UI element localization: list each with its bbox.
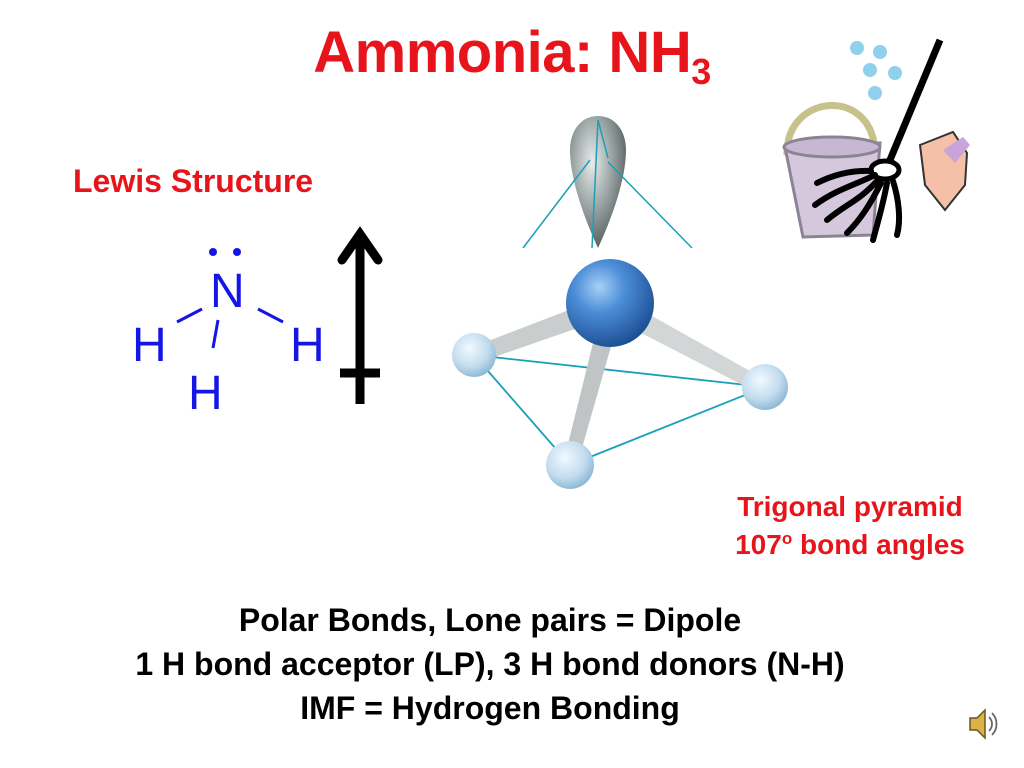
lone-pair-electron [209,248,217,256]
lone-pair-electron [233,248,241,256]
summary-line-2: 1 H bond acceptor (LP), 3 H bond donors … [135,646,845,682]
summary-text: Polar Bonds, Lone pairs = Dipole 1 H bon… [0,598,980,730]
dipole-arrow-icon [337,226,383,404]
ammonia-3d-model [452,116,788,489]
lewis-bond-bottom [211,319,220,349]
title-subscript: 3 [691,51,711,92]
bond-angle-number: 107 [735,529,782,560]
lewis-structure: N H H H [120,240,340,420]
slide-title: Ammonia: NH3 [0,18,1024,90]
speaker-icon[interactable] [964,704,998,744]
cleaning-bucket-mop-clipart [782,38,970,243]
hydrogen-atom [742,364,788,410]
lewis-bonds [176,248,284,349]
lewis-atom-h-right: H [290,319,325,372]
lewis-atom-h-bottom: H [188,367,223,420]
lewis-atom-h-left: H [132,319,167,372]
molecular-shape-label: Trigonal pyramid 107o bond angles [700,488,1000,564]
lone-pair-lobe [522,116,693,249]
bond-angle-text: bond angles [792,529,965,560]
summary-line-3: IMF = Hydrogen Bonding [300,690,680,726]
degree-superscript: o [781,529,793,548]
lewis-bond-right [257,307,284,324]
summary-line-1: Polar Bonds, Lone pairs = Dipole [238,602,742,638]
hydrogen-atom [452,333,496,377]
title-main: Ammonia: NH [313,20,692,85]
bond-angle: 107o bond angles [700,526,1000,564]
lewis-structure-label: Lewis Structure [73,163,314,199]
lewis-bond-left [176,307,203,324]
lewis-atom-n: N [210,265,245,318]
hydrogen-atom [546,441,594,489]
shape-name: Trigonal pyramid [737,491,963,522]
nitrogen-atom [566,259,654,347]
